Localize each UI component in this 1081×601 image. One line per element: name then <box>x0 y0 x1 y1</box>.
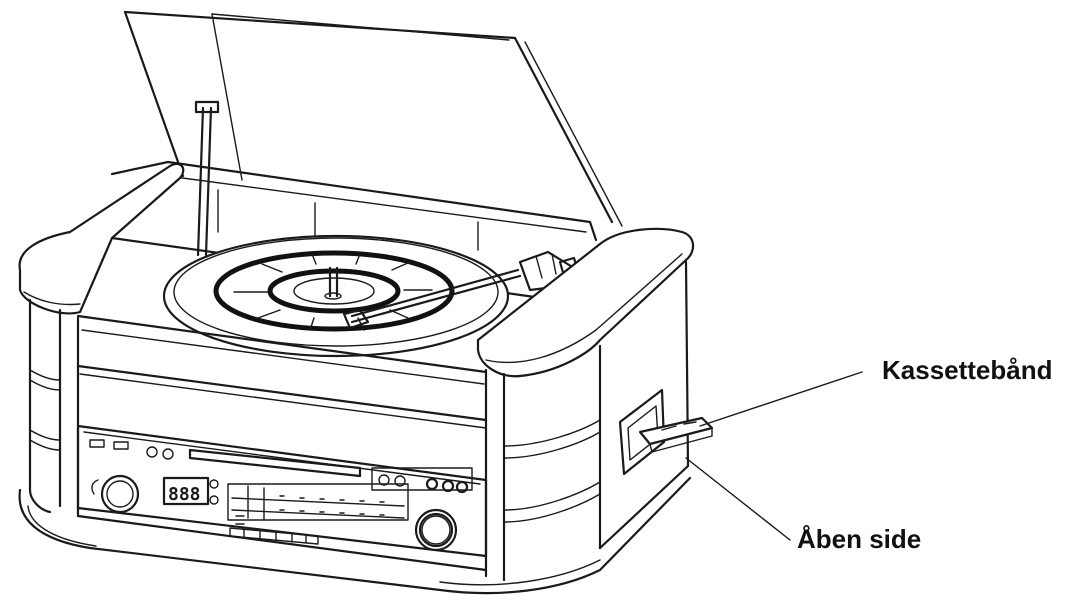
cassette-slot <box>618 388 714 476</box>
leader-cassette <box>699 371 863 427</box>
leader-open-side <box>685 457 791 541</box>
open-side-label: Åben side <box>797 524 922 554</box>
cassette-label: Kassettebånd <box>882 355 1053 385</box>
lid <box>123 10 623 227</box>
control-panel: 888 <box>76 424 488 558</box>
display-digits: 888 <box>168 484 201 505</box>
leader-lines <box>685 371 863 541</box>
front-upper <box>76 314 488 429</box>
base <box>18 476 692 595</box>
platter <box>162 234 510 358</box>
cabinet-left <box>18 162 185 518</box>
cabinet-right <box>476 227 695 582</box>
lid-stay <box>194 100 220 257</box>
